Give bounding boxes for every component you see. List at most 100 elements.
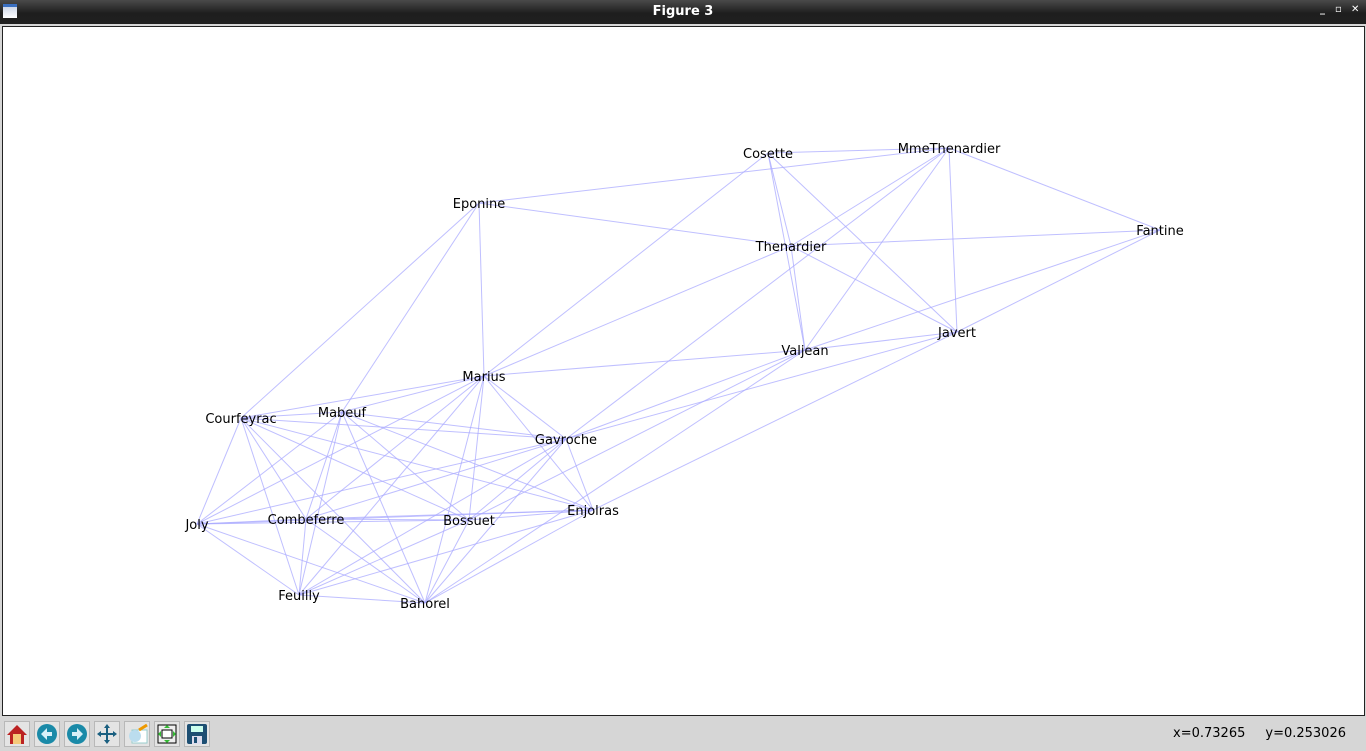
edge-mabeuf-bahorel [341, 411, 426, 604]
edge-thenardier-valjean [790, 245, 806, 351]
edge-combeferre-bahorel [305, 518, 426, 604]
node-label-feuilly: Feuilly [278, 589, 320, 604]
edge-marius-mabeuf [341, 375, 485, 413]
node-label-joly: Joly [184, 518, 208, 533]
cursor-x: x=0.73265 [1173, 726, 1246, 741]
edge-valjean-bahorel [424, 349, 806, 604]
edge-joly-combeferre [196, 518, 307, 525]
edge-mmethenardier-gavroche [565, 147, 950, 440]
node-label-bahorel: Bahorel [400, 597, 450, 612]
edge-bossuet-feuilly [298, 519, 470, 596]
edge-eponine-mabeuf [341, 202, 480, 413]
edge-marius-combeferre [305, 375, 485, 520]
edge-marius-gavroche [483, 375, 567, 440]
node-label-cosette: Cosette [743, 147, 793, 162]
node-label-fantine: Fantine [1136, 224, 1183, 239]
edge-mmethenardier-valjean [804, 147, 950, 351]
back-button[interactable] [34, 721, 60, 747]
edge-fantine-javert [956, 229, 1161, 333]
edge-enjolras-combeferre [305, 509, 594, 520]
edge-mmethenardier-eponine [478, 147, 950, 204]
edge-javert-gavroche [565, 331, 958, 440]
edge-courfeyrac-feuilly [240, 417, 300, 596]
edge-joly-feuilly [196, 523, 300, 596]
edge-courfeyrac-combeferre [240, 417, 307, 520]
app-icon [3, 4, 17, 18]
edge-javert-enjolras [592, 331, 958, 511]
edge-gavroche-bossuet [468, 438, 567, 521]
edge-valjean-marius [483, 349, 806, 377]
edge-gavroche-enjolras [565, 438, 594, 511]
edge-eponine-marius [478, 202, 485, 377]
pan-arrows-icon [97, 724, 117, 744]
edge-courfeyrac-enjolras [240, 417, 594, 511]
configure-subplots-button[interactable] [154, 721, 180, 747]
edge-mabeuf-bossuet [341, 411, 470, 521]
edge-thenardier-javert [790, 245, 958, 333]
edge-mabeuf-combeferre [305, 411, 343, 520]
edge-marius-joly [196, 375, 485, 525]
edge-cosette-mmethenardier [767, 147, 950, 154]
floppy-disk-icon [187, 724, 207, 744]
edge-mabeuf-joly [196, 411, 343, 525]
cursor-coordinates: x=0.73265 y=0.253026 [1153, 726, 1346, 741]
node-label-thenardier: Thenardier [755, 240, 827, 255]
edge-marius-bossuet [468, 375, 485, 521]
node-label-eponine: Eponine [453, 197, 506, 212]
close-icon[interactable]: ✕ [1351, 4, 1360, 15]
edge-thenardier-marius [483, 245, 792, 377]
node-label-mmethenardier: MmeThenardier [898, 142, 1001, 157]
edge-joly-bossuet [196, 519, 470, 525]
forward-button[interactable] [64, 721, 90, 747]
edge-javert-valjean [804, 331, 958, 351]
edge-mmethenardier-thenardier [790, 147, 950, 247]
network-graph: Cosette MmeThenardierEponineFantineThenar… [184, 142, 1183, 612]
edge-mmethenardier-fantine [948, 147, 1161, 231]
edge-gavroche-combeferre [305, 438, 567, 520]
edge-eponine-thenardier [478, 202, 792, 247]
zoom-rect-icon [129, 723, 148, 744]
node-label-mabeuf: Mabeuf [318, 406, 367, 421]
node-label-combeferre: Combeferre [268, 513, 345, 528]
edge-cosette-marius [483, 152, 769, 377]
node-label-marius: Marius [462, 370, 505, 385]
subplots-icon [157, 724, 177, 744]
edge-marius-enjolras [483, 375, 594, 511]
edge-mabeuf-feuilly [298, 411, 343, 596]
node-label-bossuet: Bossuet [443, 514, 495, 529]
edge-combeferre-bossuet [305, 518, 470, 521]
edge-cosette-valjean [767, 152, 806, 351]
edge-marius-bahorel [424, 375, 485, 604]
zoom-rect-button[interactable] [124, 721, 150, 747]
home-button[interactable] [4, 721, 30, 747]
edge-enjolras-bahorel [424, 509, 594, 604]
edge-courfeyrac-mabeuf [240, 411, 343, 419]
edge-mmethenardier-javert [948, 147, 958, 333]
forward-arrow-icon [67, 724, 87, 744]
edge-valjean-gavroche [565, 349, 806, 440]
edge-courfeyrac-joly [196, 417, 242, 525]
edge-gavroche-bahorel [424, 438, 567, 604]
node-label-gavroche: Gavroche [535, 433, 597, 448]
edge-feuilly-bahorel [298, 594, 426, 604]
edge-gavroche-joly [196, 438, 567, 525]
edge-gavroche-feuilly [298, 438, 567, 596]
home-icon [7, 725, 27, 744]
node-label-javert: Javert [937, 326, 976, 341]
edge-marius-courfeyrac [240, 375, 485, 419]
node-label-enjolras: Enjolras [567, 504, 619, 519]
save-button[interactable] [184, 721, 210, 747]
edge-bossuet-bahorel [424, 519, 470, 604]
cursor-y: y=0.253026 [1265, 726, 1346, 741]
maximize-icon[interactable]: ▫ [1335, 4, 1342, 15]
edge-joly-bahorel [196, 523, 426, 604]
edge-mabeuf-gavroche [341, 411, 567, 440]
pan-button[interactable] [94, 721, 120, 747]
minimize-icon[interactable]: _ [1320, 4, 1325, 15]
node-label-valjean: Valjean [781, 344, 828, 359]
back-arrow-icon [37, 724, 57, 744]
edge-enjolras-feuilly [298, 509, 594, 596]
edge-combeferre-feuilly [298, 518, 307, 596]
navigation-toolbar [0, 716, 1366, 751]
